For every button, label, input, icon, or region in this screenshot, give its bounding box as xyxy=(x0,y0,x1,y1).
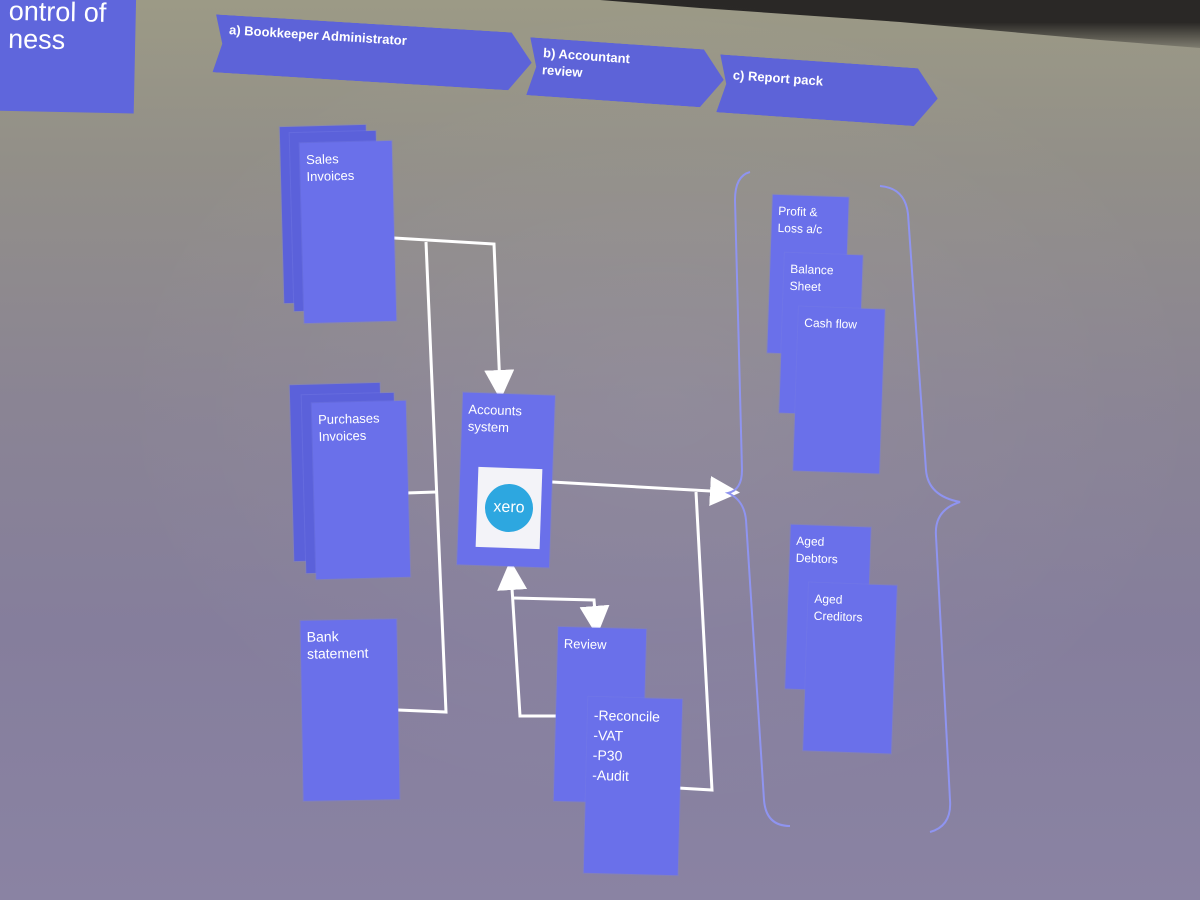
purchases-invoices-box: Purchases Invoices xyxy=(311,400,411,580)
bank-statement-box: Bank statement xyxy=(300,619,400,801)
accounts-system-label: Accounts system xyxy=(467,401,523,436)
purchases-connector xyxy=(405,490,437,495)
report-left-brace xyxy=(724,171,791,827)
accounts-review-arrow xyxy=(497,560,556,718)
xero-logo-tile: xero xyxy=(475,466,543,550)
report-right-brace xyxy=(879,185,961,833)
xero-logo-icon: xero xyxy=(484,483,534,533)
input-bus-line xyxy=(397,241,448,714)
aged-creditors-box: Aged Creditors xyxy=(803,582,897,754)
accounts-to-reports-arrow xyxy=(551,476,740,506)
cash-flow-box: Cash flow xyxy=(793,306,885,474)
sales-invoices-box: Sales Invoices xyxy=(299,140,397,324)
accounts-review-branch xyxy=(512,596,610,636)
sales-to-accounts-arrow xyxy=(393,236,515,400)
review-to-reports-arrow xyxy=(677,491,714,792)
review-tasks-box: -Reconcile -VAT -P30 -Audit xyxy=(583,696,683,876)
